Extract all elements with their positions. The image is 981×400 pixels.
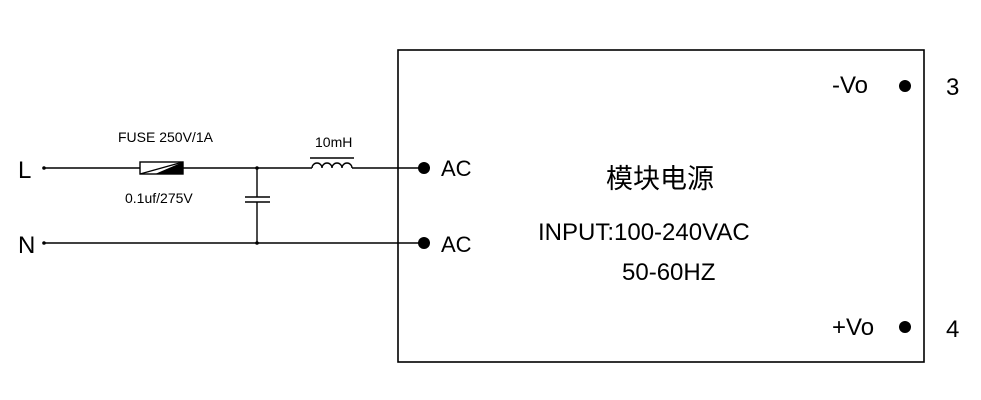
capacitor-symbol bbox=[245, 166, 270, 245]
fuse-symbol bbox=[139, 161, 184, 175]
pos-output-dot bbox=[899, 321, 911, 333]
module-title: 模块电源 bbox=[606, 164, 714, 195]
ac-pin-2-dot bbox=[418, 237, 430, 249]
module-input-spec: INPUT:100-240VAC bbox=[538, 219, 750, 246]
inductor-symbol bbox=[311, 162, 353, 169]
neg-output-label: -Vo bbox=[832, 72, 868, 99]
pin-number-3: 3 bbox=[946, 74, 959, 101]
line-input-label: L bbox=[18, 157, 31, 184]
module-freq-spec: 50-60HZ bbox=[622, 259, 715, 286]
pos-output-label: +Vo bbox=[832, 314, 874, 341]
neg-output-dot bbox=[899, 80, 911, 92]
capacitor-label: 0.1uf/275V bbox=[125, 190, 193, 206]
ac-pin-1-label: AC bbox=[441, 156, 472, 181]
inductor-label: 10mH bbox=[315, 134, 352, 150]
pin-number-4: 4 bbox=[946, 316, 959, 343]
fuse-label: FUSE 250V/1A bbox=[118, 129, 214, 145]
ac-pin-2-label: AC bbox=[441, 232, 472, 257]
power-module-box bbox=[397, 49, 925, 363]
neutral-input-label: N bbox=[18, 232, 35, 259]
ac-pin-1-dot bbox=[418, 162, 430, 174]
